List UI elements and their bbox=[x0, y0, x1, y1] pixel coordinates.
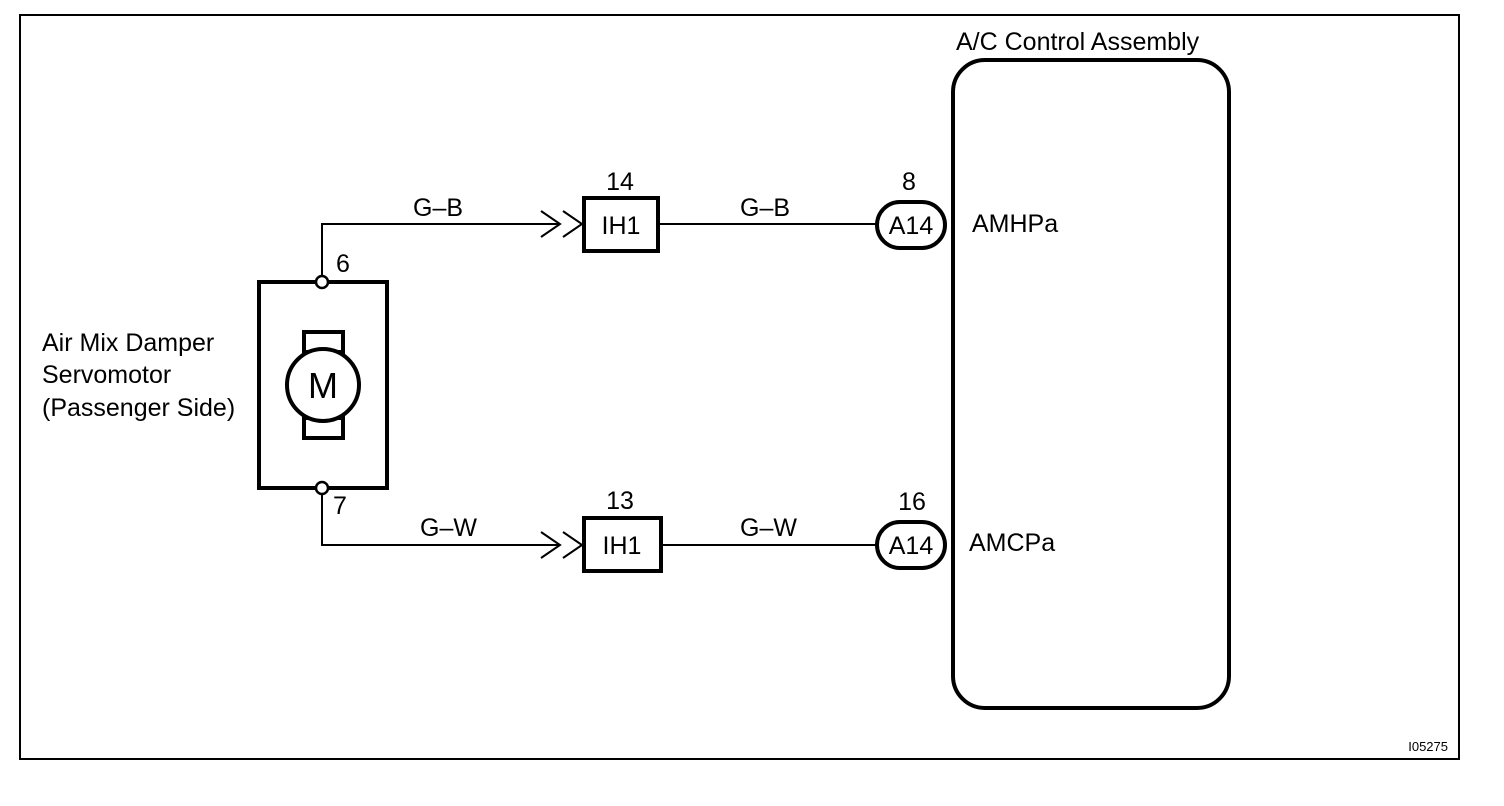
lower-junction-label: IH1 bbox=[603, 532, 642, 560]
terminal-top bbox=[314, 274, 330, 290]
lower-socket-arrow bbox=[562, 531, 584, 559]
lower-circuit: G–W IH1 13 G–W A14 16 AMCPa bbox=[321, 487, 1055, 573]
motor-symbol: M bbox=[308, 365, 338, 406]
upper-wire-color-left: G–B bbox=[413, 194, 463, 222]
lower-junction-pin: 13 bbox=[606, 487, 634, 515]
figure-id: I05275 bbox=[1408, 739, 1448, 754]
terminal-bottom bbox=[314, 480, 330, 496]
component-name-line-2: Servomotor bbox=[42, 361, 171, 389]
upper-junction-pin: 14 bbox=[606, 168, 634, 196]
upper-circuit: G–B IH1 14 G–B A14 8 AMHPa bbox=[321, 168, 1058, 276]
pin-label-top: 6 bbox=[336, 250, 350, 278]
upper-connector-pin: 8 bbox=[902, 168, 916, 196]
lower-terminal-name: AMCPa bbox=[969, 529, 1055, 557]
lower-connector-pin: 16 bbox=[898, 488, 926, 516]
upper-connector bbox=[875, 200, 947, 250]
upper-connector-label: A14 bbox=[889, 212, 934, 240]
upper-wire-left bbox=[321, 223, 560, 276]
lower-wire-color-left: G–W bbox=[420, 514, 477, 542]
lower-wire-color-right: G–W bbox=[740, 514, 797, 542]
servomotor-component: Air Mix Damper Servomotor (Passenger Sid… bbox=[42, 250, 389, 520]
control-assembly-box bbox=[951, 58, 1231, 710]
upper-terminal-name: AMHPa bbox=[972, 210, 1058, 238]
lower-connector bbox=[875, 520, 947, 570]
pin-label-bottom: 7 bbox=[333, 492, 347, 520]
diagram-frame bbox=[19, 14, 1460, 760]
lower-wire-left bbox=[321, 494, 560, 546]
motor-icon bbox=[285, 347, 361, 423]
control-assembly-title: A/C Control Assembly bbox=[956, 28, 1200, 56]
lower-connector-label: A14 bbox=[889, 532, 934, 560]
lower-plug-arrow bbox=[540, 531, 562, 559]
upper-socket-arrow bbox=[562, 210, 584, 238]
component-name-line-3: (Passenger Side) bbox=[42, 394, 235, 422]
upper-wire-color-right: G–B bbox=[740, 194, 790, 222]
upper-plug-arrow bbox=[540, 210, 562, 238]
upper-junction-label: IH1 bbox=[602, 212, 641, 240]
component-name-line-1: Air Mix Damper bbox=[42, 329, 214, 357]
